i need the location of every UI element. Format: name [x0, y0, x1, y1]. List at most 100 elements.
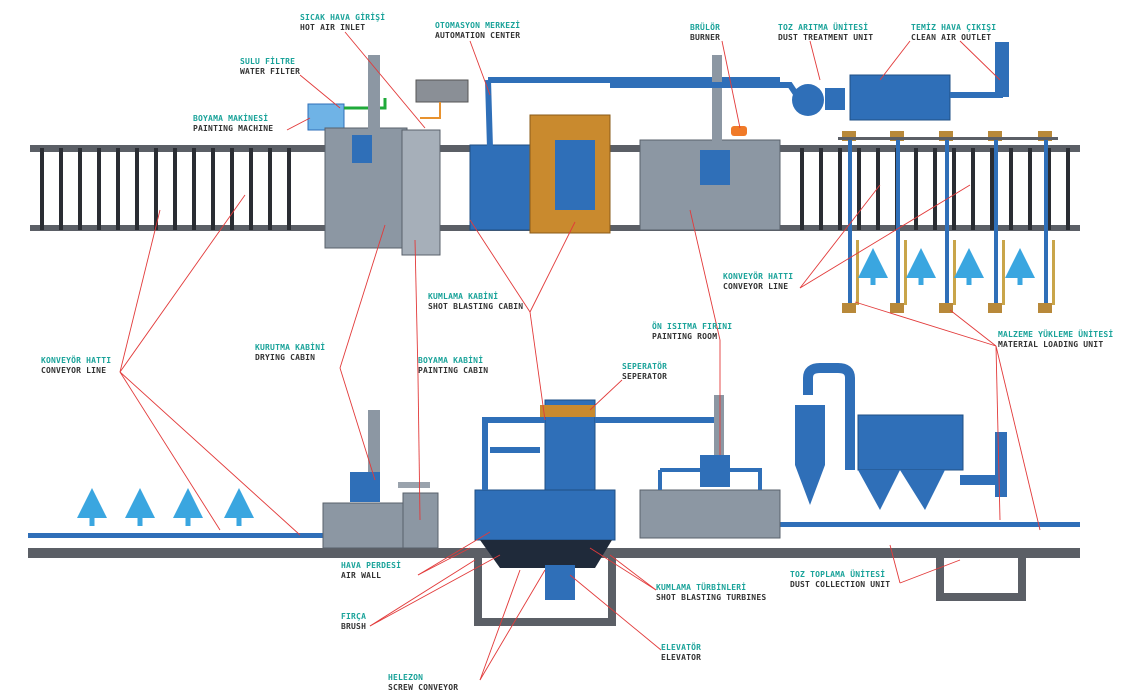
leader-line: [899, 559, 961, 584]
roller: [1066, 148, 1070, 230]
leader-line: [414, 239, 419, 377]
roller: [40, 148, 44, 230]
rack-post: [848, 140, 852, 310]
preheat-oven-bottom: [639, 395, 781, 539]
leader-line: [339, 224, 386, 369]
rack-post: [1044, 140, 1048, 310]
rack-top-clamp: [939, 131, 953, 141]
leader-line: [344, 31, 426, 129]
leader-line: [799, 184, 881, 289]
roller: [914, 148, 918, 230]
roller: [173, 148, 177, 230]
leader-line: [286, 117, 311, 131]
leader-line: [799, 184, 971, 289]
painting-machine-unit: [307, 98, 387, 131]
flow-arrows: [77, 248, 1035, 526]
leader-line: [995, 345, 1041, 531]
leader-line: [529, 221, 576, 313]
roller: [230, 148, 234, 230]
leader-line: [949, 309, 997, 347]
leader-line: [959, 40, 1001, 81]
leader-line: [119, 371, 221, 531]
rack-side: [904, 240, 907, 305]
leader-line: [854, 301, 997, 347]
rack-side: [1002, 240, 1005, 305]
rack-side: [856, 240, 859, 305]
rack-bottom-clamp: [939, 303, 953, 313]
rack-bottom-clamp: [890, 303, 904, 313]
rack-top-clamp: [890, 131, 904, 141]
blast-cabin-top: [469, 77, 780, 234]
leader-line: [889, 544, 901, 584]
rack-bottom-clamp: [988, 303, 1002, 313]
leader-line: [469, 219, 531, 313]
leader-line: [469, 40, 491, 96]
leader-lines: [119, 31, 1041, 681]
automation-center-box: [415, 79, 469, 119]
rack-side: [953, 240, 956, 305]
roller: [838, 148, 842, 230]
leader-line: [339, 367, 376, 481]
roller: [249, 148, 253, 230]
leader-line: [417, 375, 421, 521]
leader-line: [369, 554, 501, 627]
leader-line: [119, 194, 246, 373]
rack-rail: [838, 137, 1058, 140]
roller: [59, 148, 63, 230]
leader-line: [417, 547, 471, 576]
roller: [971, 148, 975, 230]
rack-post: [994, 140, 998, 310]
dust-treatment-unit-top: [610, 42, 1009, 121]
roller: [933, 148, 937, 230]
leader-line: [995, 345, 1001, 521]
leader-line: [809, 40, 821, 81]
leader-line: [721, 40, 741, 129]
roller: [135, 148, 139, 230]
leader-line: [569, 574, 662, 651]
roller: [192, 148, 196, 230]
roller: [268, 148, 272, 230]
roller: [78, 148, 82, 230]
roller: [211, 148, 215, 230]
roller: [1047, 148, 1051, 230]
drying-cabin-bottom: [322, 410, 439, 549]
roller: [952, 148, 956, 230]
leader-line: [417, 531, 491, 576]
roller: [1009, 148, 1013, 230]
leader-line: [689, 209, 721, 341]
leader-line: [609, 554, 657, 591]
drying-cabin-top: [324, 55, 441, 256]
collection-pit: [474, 555, 1026, 626]
top-conveyor-rollers: [40, 148, 1070, 230]
rack-top-clamp: [842, 131, 856, 141]
rack-post: [945, 140, 949, 310]
cyclone-and-filter: [795, 363, 1007, 510]
leader-line: [589, 379, 623, 411]
leader-line: [589, 547, 657, 591]
roller: [97, 148, 101, 230]
rack-bottom-clamp: [842, 303, 856, 313]
rack-bottom-clamp: [1038, 303, 1052, 313]
roller: [857, 148, 861, 230]
leader-line: [299, 74, 341, 109]
